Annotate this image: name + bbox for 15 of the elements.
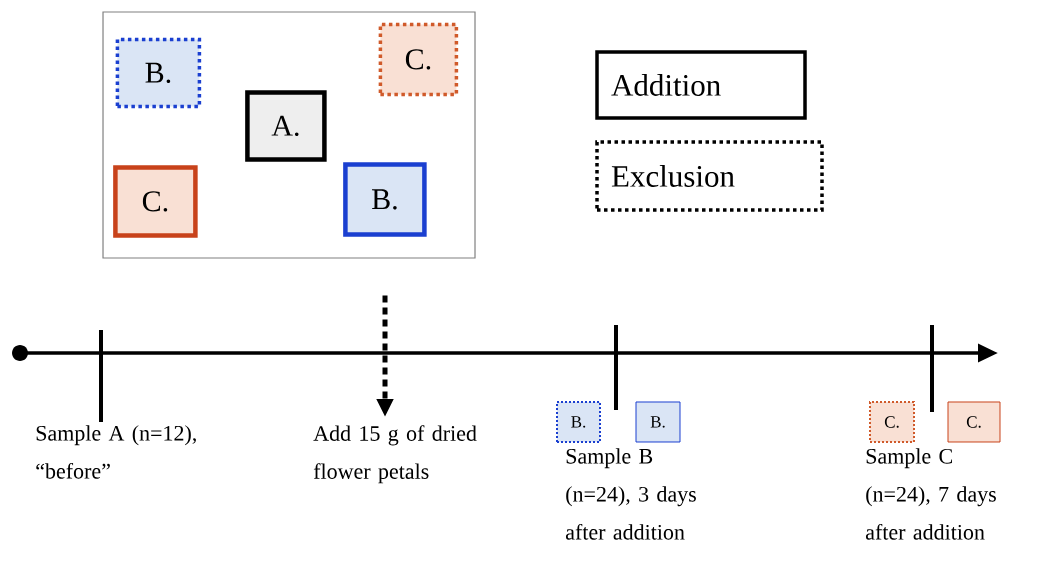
letter-box: C.	[378, 22, 459, 97]
legend-box: Exclusion	[595, 140, 824, 212]
letter-box: C.	[947, 401, 1001, 443]
letter-box: C.	[869, 401, 915, 443]
step-text: Add 15 g of dried flower petals	[313, 425, 477, 484]
sample-label: Sample A (n=12), “before”	[36, 425, 196, 479]
letter-box: A.	[245, 90, 327, 162]
sample-label: Sample B (n=24), 3 days after addition	[566, 448, 696, 540]
legend-box: Addition	[595, 50, 807, 120]
letter-box: B.	[115, 37, 202, 109]
letter-box: B.	[635, 401, 681, 443]
sample-label: Sample C (n=24), 7 days after addition	[865, 448, 996, 540]
letter-box: B.	[343, 162, 427, 237]
letter-box: B.	[556, 401, 601, 443]
letter-box: C.	[113, 165, 198, 238]
